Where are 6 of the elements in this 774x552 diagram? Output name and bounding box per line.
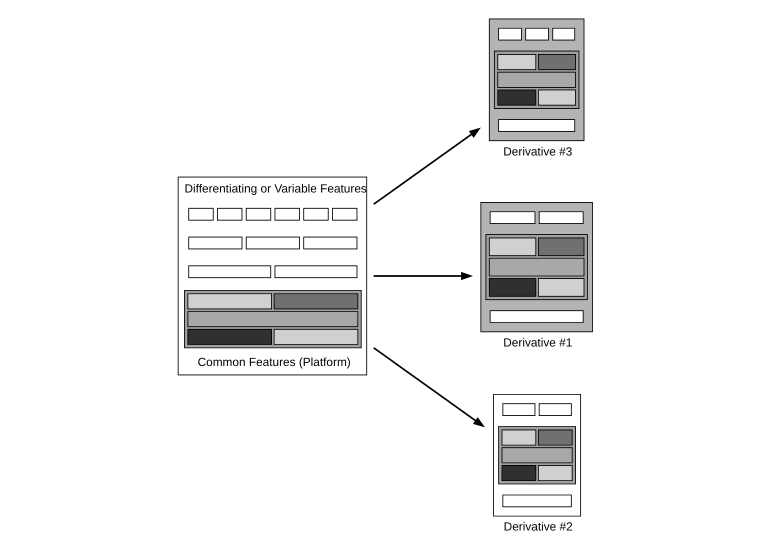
arrow (373, 128, 481, 205)
arrow (373, 347, 485, 428)
node-label: Derivative #3 (503, 144, 572, 158)
arrow (374, 272, 473, 280)
node-label: Derivative #2 (504, 520, 573, 534)
node-label: Derivative #1 (503, 335, 572, 350)
